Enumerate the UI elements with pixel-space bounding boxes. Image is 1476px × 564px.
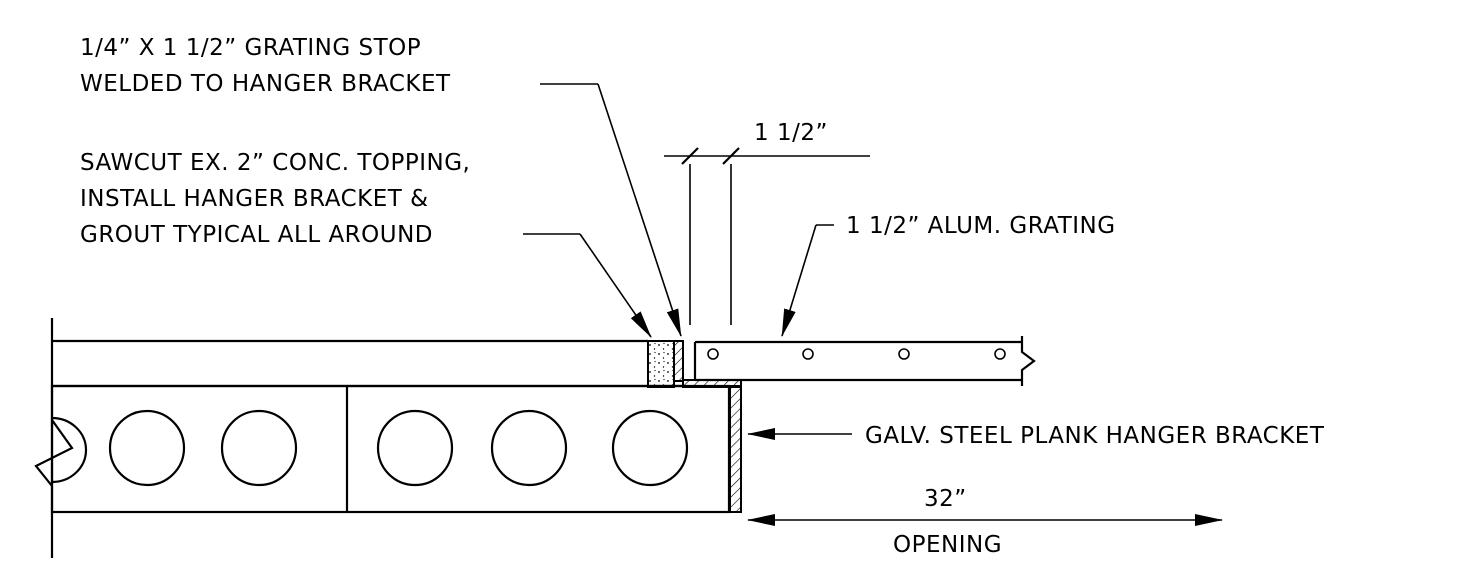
sawcut-note-line1: SAWCUT EX. 2” CONC. TOPPING, bbox=[80, 150, 470, 176]
grating-leader bbox=[781, 224, 834, 337]
plank-cores bbox=[108, 409, 689, 487]
grout-fill bbox=[647, 340, 675, 388]
concrete-topping bbox=[52, 339, 683, 388]
grating-stop bbox=[673, 340, 684, 382]
bracket-note: GALV. STEEL PLANK HANGER BRACKET bbox=[865, 423, 1325, 449]
sawcut-note-line3: GROUT TYPICAL ALL AROUND bbox=[80, 222, 433, 248]
grating-stop-note-line1: 1/4” X 1 1/2” GRATING STOP bbox=[80, 35, 421, 61]
stop-width-dimension bbox=[664, 147, 870, 325]
sawcut-leader bbox=[523, 233, 652, 338]
opening-size-text: 32” bbox=[924, 486, 967, 512]
hanger-bracket bbox=[682, 379, 742, 513]
hollow-core-plank bbox=[34, 384, 731, 514]
grating-note: 1 1/2” ALUM. GRATING bbox=[846, 213, 1116, 239]
grating-stop-note-line2: WELDED TO HANGER BRACKET bbox=[80, 71, 451, 97]
grating-stop-leader bbox=[540, 83, 682, 337]
sawcut-note-line2: INSTALL HANGER BRACKET & bbox=[80, 186, 429, 212]
aluminum-grating bbox=[693, 336, 1036, 386]
opening-label-text: OPENING bbox=[893, 532, 1002, 558]
stop-width-text: 1 1/2” bbox=[754, 120, 828, 146]
